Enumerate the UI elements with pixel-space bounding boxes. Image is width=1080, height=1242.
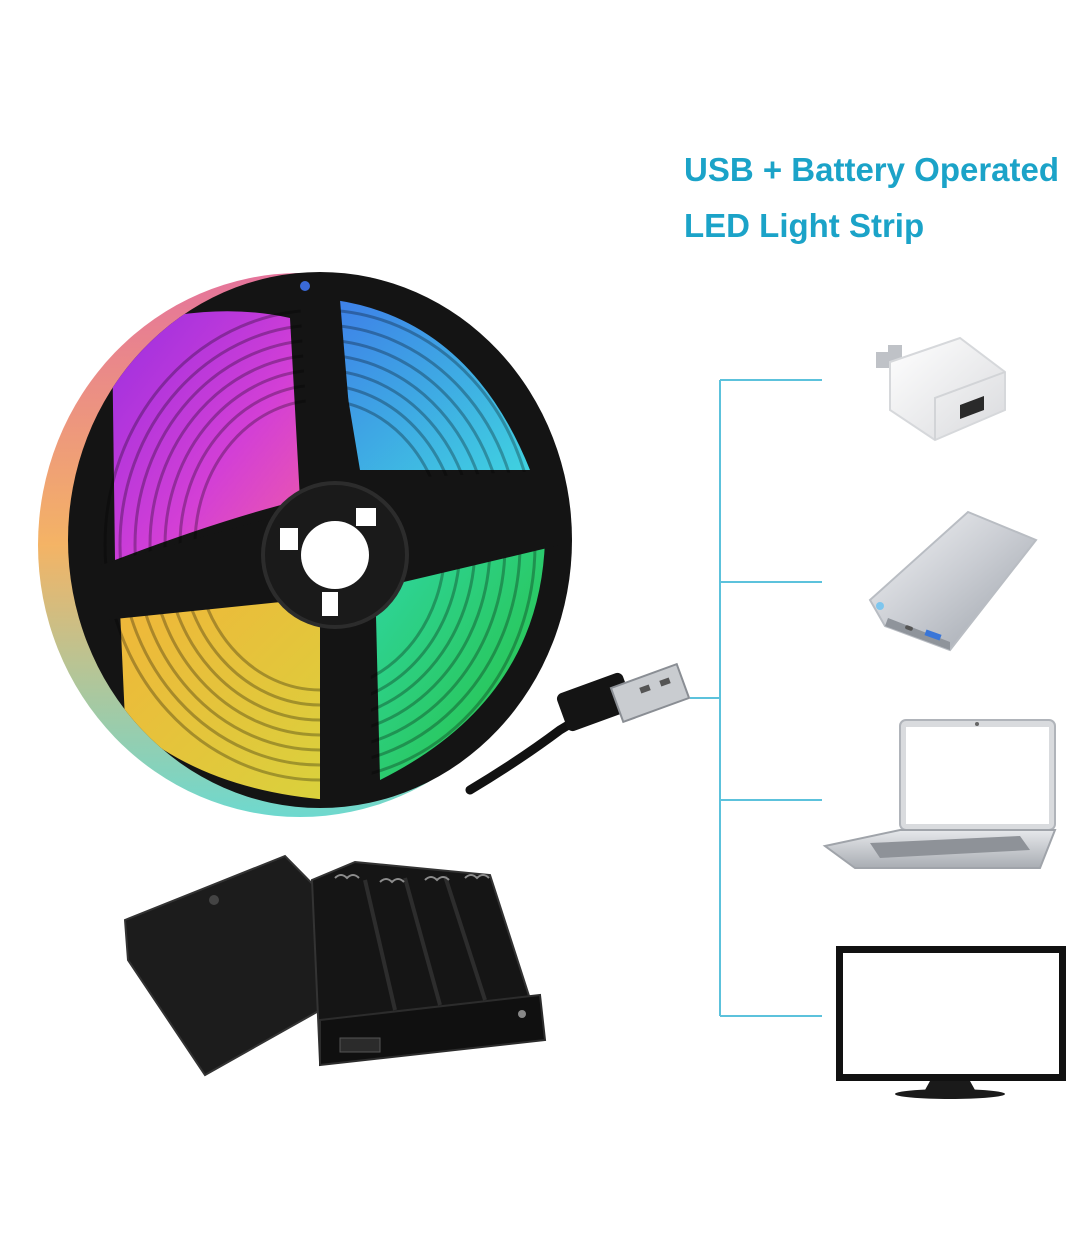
product-heading: USB + Battery Operated LED Light Strip [684, 142, 1080, 254]
power-bank-icon [868, 510, 1038, 652]
battery-box-icon [123, 854, 547, 1077]
usb-plug-icon [465, 662, 691, 795]
heading-line-2: LED Light Strip [684, 207, 925, 244]
laptop-icon [822, 719, 1057, 869]
led-strip-reel-icon [38, 272, 572, 817]
connector-bracket [690, 379, 822, 1017]
heading-line-1: USB + Battery Operated [684, 151, 1060, 188]
tv-monitor-icon [836, 946, 1066, 1099]
wall-adapter-icon [876, 336, 1006, 442]
